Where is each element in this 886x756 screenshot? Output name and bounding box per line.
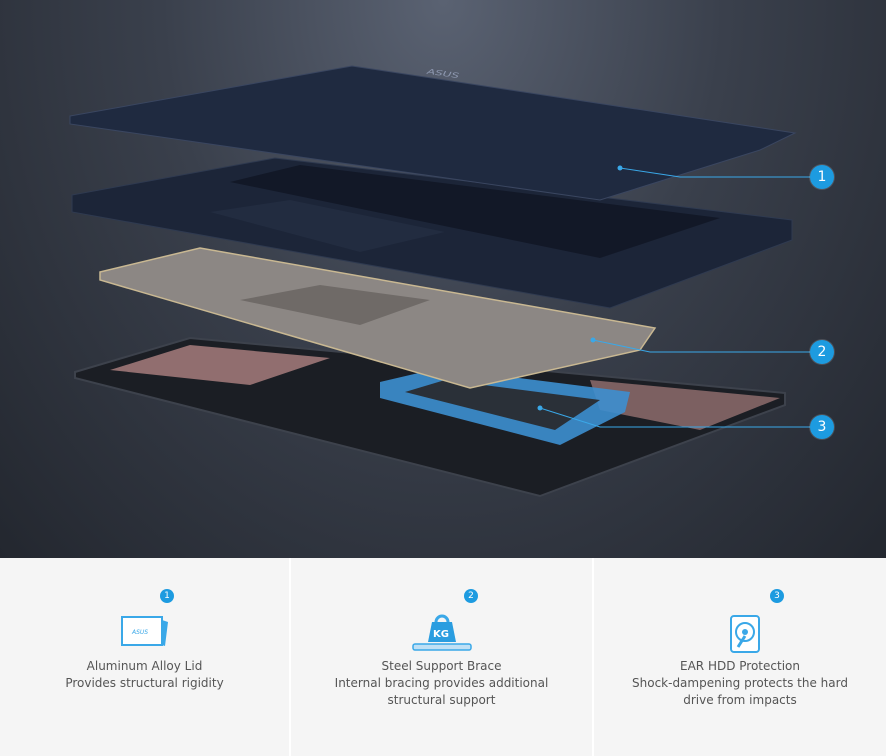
feature-title: Steel Support Brace <box>381 659 502 673</box>
feature-title: EAR HDD Protection <box>680 659 800 673</box>
feature-steel-brace: 2 KG Steel Support Brace Internal bracin… <box>291 558 594 756</box>
svg-text:ASUS: ASUS <box>131 629 148 636</box>
weight-kg-icon: KG <box>411 614 472 651</box>
exploded-laptop-illustration: ASUS <box>69 65 810 498</box>
bottom-case <box>74 336 786 498</box>
hdd-brace <box>380 368 630 445</box>
hdd-icon <box>730 615 760 653</box>
laptop-lid-icon: ASUS <box>120 616 168 646</box>
feature-list: 1 ASUS Aluminum Alloy Lid Provides struc… <box>0 558 886 756</box>
feature-number-badge: 1 <box>160 589 174 603</box>
callout-3[interactable]: 3 <box>810 415 834 439</box>
keyboard-deck <box>71 157 793 309</box>
aluminum-lid: ASUS <box>69 65 797 201</box>
feature-description: Internal bracing provides additional str… <box>334 676 549 707</box>
exploded-laptop-hero: ASUS 1 2 3 <box>0 0 886 558</box>
feature-aluminum-lid: 1 ASUS Aluminum Alloy Lid Provides struc… <box>0 558 291 756</box>
callout-2[interactable]: 2 <box>810 340 834 364</box>
feature-hdd-protection: 3 EAR HDD Protection Shock-dampening pro… <box>594 558 886 756</box>
feature-description: Shock-dampening protects the hard drive … <box>632 676 848 707</box>
svg-text:KG: KG <box>433 629 449 640</box>
feature-number-badge: 3 <box>770 589 784 603</box>
feature-description: Provides structural rigidity <box>65 676 224 690</box>
callout-1[interactable]: 1 <box>810 165 834 189</box>
feature-title: Aluminum Alloy Lid <box>86 659 203 673</box>
feature-number-badge: 2 <box>464 589 478 603</box>
